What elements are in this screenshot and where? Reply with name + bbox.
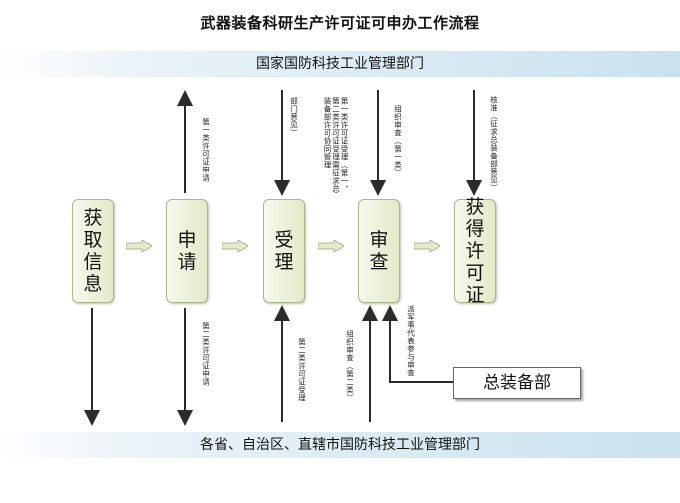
- agency-to-review-arrow: [382, 305, 453, 383]
- note-accept-second-class: 第二类许可证受理: [297, 338, 307, 402]
- step-apply: 申请: [166, 199, 208, 303]
- note-accept-first-class: 第一类许可证受理（第一、第二类许可证受理需征求总装备部许可协同管理: [323, 97, 349, 193]
- note-review-first-class: 组织审查（第一类）: [393, 105, 403, 177]
- step-review: 审查: [358, 199, 400, 303]
- flow-arrow-1: [126, 240, 152, 252]
- top-authority-band: 国家国防科技工业管理部门: [0, 51, 680, 77]
- general-armament-dept-box: 总装备部: [453, 367, 581, 399]
- step-get-info: 获取信息: [72, 199, 114, 303]
- step-get-info-label: 获取信息: [83, 207, 103, 295]
- step-accept-label: 受理: [274, 229, 294, 273]
- bottom-authority-band: 各省、自治区、直辖市国防科技工业管理部门: [0, 432, 680, 458]
- note-apply-second-class: 第二类许可证申请: [201, 322, 211, 386]
- note-dispatch-rep: 派军事代表参与审查: [406, 305, 416, 377]
- step-get-license-label: 获得许可证: [465, 196, 485, 306]
- note-dept-opinion: 部门意见）: [289, 97, 299, 137]
- page-title: 武器装备科研生产许可证可申办工作流程: [200, 14, 480, 32]
- note-apply-first-class: 第一类许可证申请: [201, 118, 211, 182]
- flow-arrow-3: [318, 240, 344, 252]
- step-get-license: 获得许可证: [454, 196, 496, 306]
- note-approve: 核准（征求总装备部意见）: [489, 96, 499, 192]
- flow-arrow-2: [222, 240, 248, 252]
- step-apply-label: 申请: [177, 229, 197, 273]
- flow-arrow-4: [414, 240, 440, 252]
- step-review-label: 审查: [369, 229, 389, 273]
- note-review-second-class: 组织审查（第二类）: [345, 330, 355, 402]
- step-accept: 受理: [263, 199, 305, 303]
